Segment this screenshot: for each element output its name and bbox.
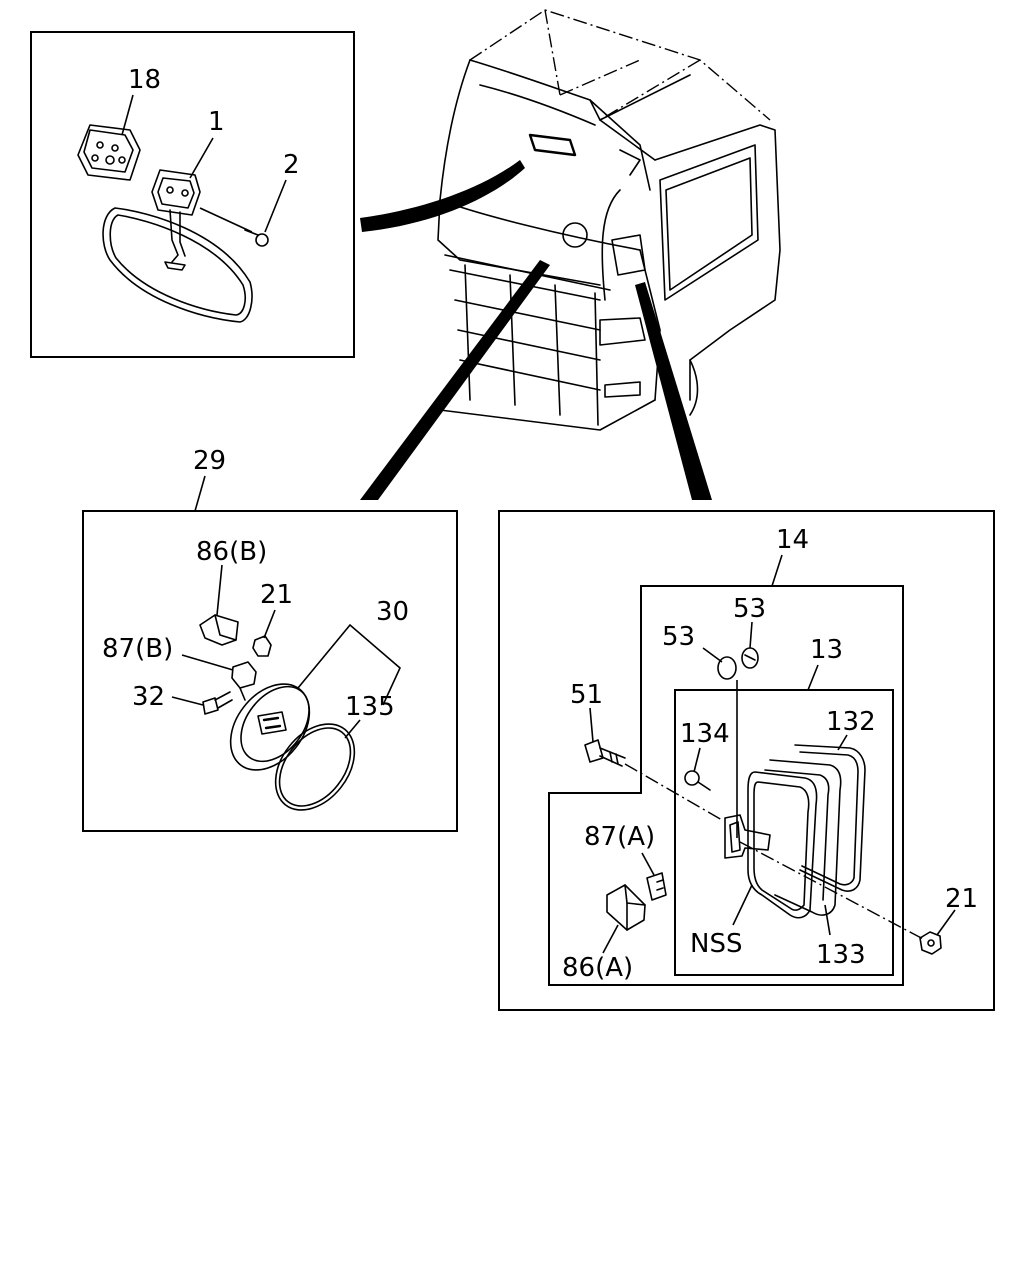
part-label-21-right: 21 xyxy=(945,884,978,914)
part-53-drawings xyxy=(717,647,759,680)
inner-mirror-drawing xyxy=(102,207,253,323)
leader-32 xyxy=(171,696,204,706)
axis-line-nut-21 xyxy=(739,841,926,941)
side-mirror-head-drawing xyxy=(724,744,866,919)
part-86a-drawing xyxy=(606,884,646,931)
part-134-drawing xyxy=(684,770,711,791)
assembly-14-outline xyxy=(548,585,904,986)
part-21-nut-left-drawing xyxy=(252,635,272,657)
part-label-135: 135 xyxy=(345,692,395,722)
part-label-32: 32 xyxy=(132,682,165,712)
part-32-drawing xyxy=(202,691,233,715)
leader-14 xyxy=(771,554,783,587)
side-mirror-panel xyxy=(498,510,995,1011)
part-label-13: 13 xyxy=(810,635,843,665)
leader-135 xyxy=(344,719,361,739)
callout-wedge-side-mirror xyxy=(635,282,712,500)
leader-87a xyxy=(641,852,655,876)
part-label-51: 51 xyxy=(570,680,603,710)
inner-mirror-panel xyxy=(30,31,355,358)
part-label-30: 30 xyxy=(376,597,409,627)
part-51-drawing xyxy=(584,739,626,767)
leader-1 xyxy=(189,137,214,179)
leader-133 xyxy=(824,904,831,936)
callout-wedge-inner-mirror xyxy=(360,160,525,232)
part-1-drawing xyxy=(151,169,201,263)
underview-mirror-panel xyxy=(82,510,458,832)
leader-86a xyxy=(602,924,619,954)
leader-87b xyxy=(181,654,234,671)
part-label-86a: 86(A) xyxy=(562,953,633,983)
leader-132 xyxy=(837,734,848,751)
part-87a-drawing xyxy=(646,872,667,901)
leader-13 xyxy=(807,664,819,691)
part-135-drawing xyxy=(274,723,356,811)
leader-21-left xyxy=(263,609,276,639)
part-label-1: 1 xyxy=(208,107,225,137)
part-86b-drawing xyxy=(199,614,239,646)
leader-53-right xyxy=(749,621,753,649)
part-label-18: 18 xyxy=(128,65,161,95)
part-label-53-right: 53 xyxy=(733,594,766,624)
leader-30 xyxy=(297,623,401,706)
part-label-87a: 87(A) xyxy=(584,822,655,852)
part-21-nut-right-drawing xyxy=(919,931,942,955)
part-label-21-left: 21 xyxy=(260,580,293,610)
callout-wedge-underview-mirror xyxy=(360,260,550,500)
part-label-86b: 86(B) xyxy=(196,537,267,567)
part-label-87b: 87(B) xyxy=(102,634,173,664)
part-18-drawing xyxy=(77,124,141,181)
part-label-53-left: 53 xyxy=(662,622,695,652)
axis-line-bolt-51 xyxy=(624,763,723,821)
part-30-drawing xyxy=(229,683,311,771)
leader-86b xyxy=(216,564,223,616)
leader-51 xyxy=(589,707,594,743)
part-87b-drawing xyxy=(231,661,257,701)
assembly-13-outline xyxy=(674,689,894,976)
part-label-134: 134 xyxy=(680,719,730,749)
leader-29 xyxy=(194,475,206,512)
part-label-132: 132 xyxy=(826,707,876,737)
leader-21-right xyxy=(936,909,956,936)
leader-18 xyxy=(121,94,134,136)
leader-2 xyxy=(264,179,287,233)
part-label-14: 14 xyxy=(776,525,809,555)
part-label-2: 2 xyxy=(283,150,300,180)
leader-nss xyxy=(732,884,753,926)
leader-53-left xyxy=(702,647,723,663)
truck-cab-illustration xyxy=(437,9,781,431)
leader-134 xyxy=(693,747,701,773)
part-label-nss: NSS xyxy=(690,929,742,959)
part-label-133: 133 xyxy=(816,940,866,970)
part-label-29: 29 xyxy=(193,446,226,476)
part-2-drawing xyxy=(199,207,269,247)
